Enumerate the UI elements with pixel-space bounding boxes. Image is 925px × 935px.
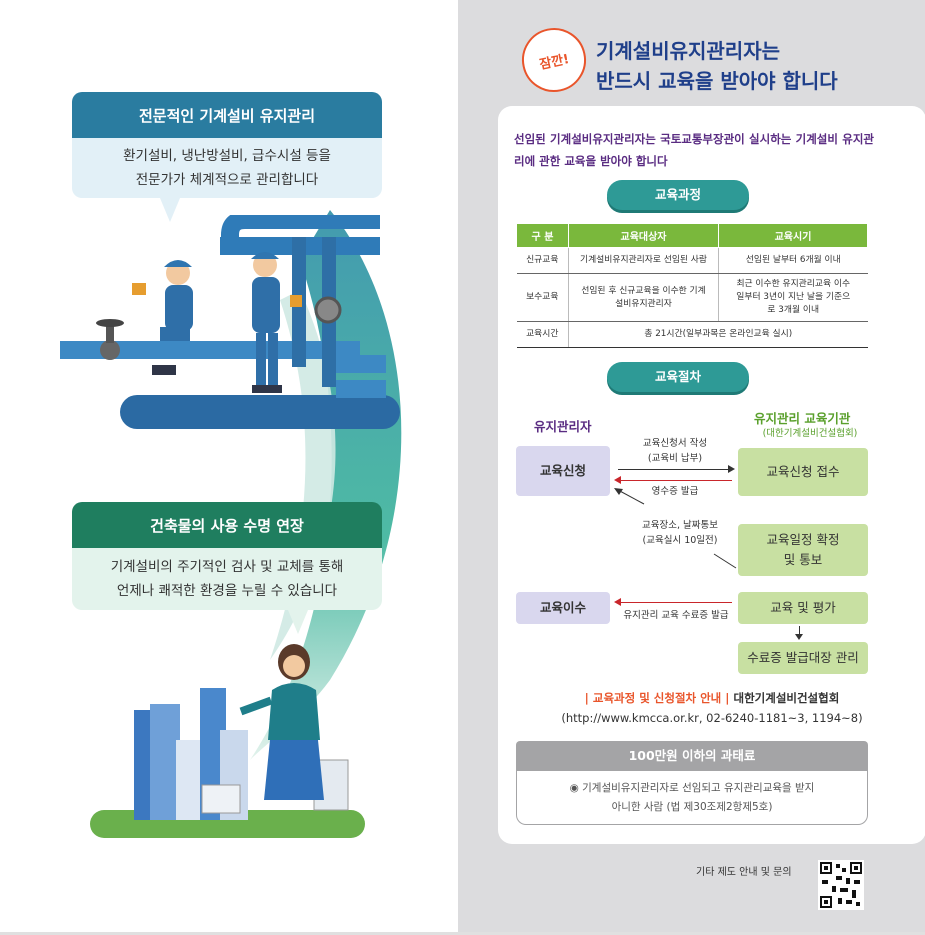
course-pill: 교육과정: [607, 180, 749, 210]
swoosh-decoration: [250, 210, 402, 760]
notice-label-line2: (교육실시 10일전): [642, 535, 718, 546]
qr-code-icon[interactable]: [818, 860, 864, 910]
bubble2-tail: [288, 610, 308, 634]
table-cell: 신규교육: [516, 247, 569, 274]
bubble2-title-text: 건축물의 사용 수명 연장: [150, 516, 304, 535]
city-woman-illustration: [90, 644, 365, 838]
institution-subtitle: (대한기계설비건설협회): [762, 428, 858, 439]
fine-body: ◉ 기계설비유지관리자로 선임되고 유지관리교육을 받지 아니한 사람 (법 제…: [516, 771, 868, 825]
arrow-apply-right: [618, 469, 732, 470]
confirm-box: 교육일정 확정 및 통보: [738, 524, 868, 576]
table-row: 신규교육 기계설비유지관리자로 선임된 사람 선임된 날부터 6개월 이내: [516, 247, 868, 274]
note-badge: 잠깐!: [516, 22, 592, 98]
table-cell: 최근 이수한 유지관리교육 이수일부터 3년이 지난 날을 기준으로 3개월 이…: [718, 273, 868, 322]
process-pill: 교육절차: [607, 362, 749, 392]
bubble1-title: 전문적인 기계설비 유지관리: [72, 92, 382, 138]
fine-line2: 아니한 사람 (법 제30조제2항제5호): [611, 800, 773, 813]
left-panel: 전문적인 기계설비 유지관리 환기설비, 냉난방설비, 급수시설 등을 전문가가…: [0, 0, 458, 935]
arrow-head-left-red2: [614, 598, 621, 606]
bubble1-line1: 환기설비, 냉난방설비, 급수시설 등을: [123, 148, 331, 164]
table-row: 보수교육 선임된 후 신규교육을 이수한 기계설비유지관리자 최근 이수한 유지…: [516, 273, 868, 322]
bottom-edge-line: [0, 932, 925, 935]
fine-line1: ◉ 기계설비유지관리자로 선임되고 유지관리교육을 받지: [569, 781, 815, 794]
receive-box-label: 교육신청 접수: [766, 464, 840, 479]
bubble2-line2: 언제나 쾌적한 환경을 누릴 수 있습니다: [116, 583, 338, 599]
bubble2-body: 기계설비의 주기적인 검사 및 교체를 통해 언제나 쾌적한 환경을 누릴 수 …: [72, 548, 382, 610]
form-label: 교육신청서 작성 (교육비 납부): [618, 436, 732, 466]
arrow-cert-left: [618, 602, 732, 603]
form-label-line1: 교육신청서 작성: [642, 438, 708, 449]
apply-box: 교육신청: [516, 446, 610, 496]
complete-box: 교육이수: [516, 592, 610, 624]
page-title: 기계설비유지관리자는 반드시 교육을 받아야 합니다: [596, 36, 838, 96]
table-cell: 선임된 후 신규교육을 이수한 기계설비유지관리자: [568, 273, 719, 322]
contact-line: | 교육과정 및 신청절차 안내 | 대한기계설비건설협회: [498, 690, 925, 706]
bubble1-title-text: 전문적인 기계설비 유지관리: [138, 106, 316, 125]
title-line1: 기계설비유지관리자는: [596, 39, 780, 63]
bubble2-line1: 기계설비의 주기적인 검사 및 교체를 통해: [110, 559, 344, 575]
table-header-row: 구 분 교육대상자 교육시기: [516, 223, 868, 248]
notice-label-line1: 교육장소, 날짜통보: [642, 520, 718, 531]
table-cell: 기계설비유지관리자로 선임된 사람: [568, 247, 719, 274]
contact-org: 대한기계설비건설협회: [733, 691, 840, 705]
notice-label: 교육장소, 날짜통보 (교육실시 10일전): [622, 518, 738, 548]
bubble1-tail: [160, 198, 180, 222]
table-header: 구 분: [516, 223, 569, 248]
pipe-workers-illustration: [60, 215, 400, 429]
arrow-receipt-left: [618, 480, 732, 481]
manage-box-label: 수료증 발급대장 관리: [747, 650, 859, 665]
manager-column-head: 유지관리자: [534, 419, 592, 434]
table-cell: 총 21시간(일부과목은 온라인교육 실시): [568, 321, 868, 348]
confirm-box-line2: 및 통보: [783, 552, 823, 567]
receive-box: 교육신청 접수: [738, 448, 868, 496]
arrow-head-right: [728, 465, 735, 473]
intro-text: 선임된 기계설비유지관리자는 국토교통부장관이 실시하는 기계설비 유지관리에 …: [514, 132, 874, 168]
complete-box-label: 교육이수: [539, 600, 586, 615]
table-row: 교육시간 총 21시간(일부과목은 온라인교육 실시): [516, 321, 868, 348]
footer-text: 기타 제도 안내 및 문의: [696, 867, 792, 878]
title-line2: 반드시 교육을 받아야 합니다: [596, 69, 838, 93]
table-header: 교육대상자: [568, 223, 719, 248]
arrow-down: [799, 626, 800, 636]
eval-box-label: 교육 및 평가: [770, 600, 836, 615]
apply-box-label: 교육신청: [539, 463, 586, 478]
course-pill-label: 교육과정: [654, 187, 701, 202]
fine-heading: 100만원 이하의 과태료: [516, 741, 868, 771]
receipt-label: 영수증 발급: [651, 486, 699, 497]
confirm-box-line1: 교육일정 확정: [766, 532, 840, 547]
course-table: 구 분 교육대상자 교육시기 신규교육 기계설비유지관리자로 선임된 사람 선임…: [516, 223, 868, 348]
note-badge-text: 잠깐!: [538, 51, 571, 73]
table-cell: 교육시간: [516, 321, 569, 348]
process-pill-label: 교육절차: [654, 369, 701, 384]
arrow-down-head: [795, 634, 803, 640]
form-label-line2: (교육비 납부): [647, 453, 703, 464]
table-cell: 보수교육: [516, 273, 569, 322]
right-panel: 잠깐! 기계설비유지관리자는 반드시 교육을 받아야 합니다 선임된 기계설비유…: [458, 0, 925, 935]
diagonal-arrow: [614, 488, 737, 569]
contact-detail: (http://www.kmcca.or.kr, 02-6240-1181~3,…: [561, 711, 863, 725]
table-header: 교육시기: [718, 223, 868, 248]
bubble2-title: 건축물의 사용 수명 연장: [72, 502, 382, 548]
bubble1-body: 환기설비, 냉난방설비, 급수시설 등을 전문가가 체계적으로 관리합니다: [72, 138, 382, 198]
contact-label: | 교육과정 및 신청절차 안내 |: [584, 691, 730, 705]
bubble1-line2: 전문가가 체계적으로 관리합니다: [135, 172, 319, 188]
eval-box: 교육 및 평가: [738, 592, 868, 624]
institution-column-head: 유지관리 교육기관: [754, 411, 851, 426]
manage-box: 수료증 발급대장 관리: [738, 642, 868, 674]
arrow-head-left-red: [614, 476, 621, 484]
cert-label: 유지관리 교육 수료증 발급: [623, 610, 729, 621]
table-cell: 선임된 날부터 6개월 이내: [718, 247, 868, 274]
